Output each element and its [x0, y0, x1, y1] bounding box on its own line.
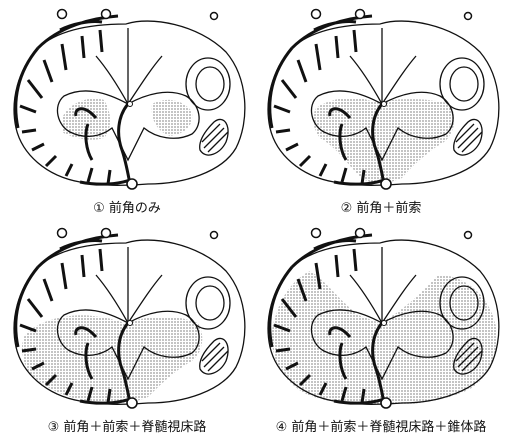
root-marker-top — [356, 229, 365, 238]
shaded-extensive-region — [272, 271, 497, 405]
diagram-panel-3: ③ 前角＋前索＋脊髄視床路 — [0, 219, 254, 438]
root-marker-top-left — [58, 229, 67, 238]
root-marker-bottom — [127, 398, 137, 408]
panel-caption-2: ② 前角＋前索 — [254, 197, 508, 216]
root-marker-top — [102, 10, 111, 19]
root-marker-top — [356, 10, 365, 19]
root-marker-top-left — [312, 10, 321, 19]
central-canal — [128, 102, 133, 107]
panel-caption-3: ③ 前角＋前索＋脊髄視床路 — [0, 416, 254, 435]
diagram-panel-4: ④ 前角＋前索＋脊髄視床路＋錐体路 — [254, 219, 508, 438]
root-marker-top-left — [58, 10, 67, 19]
spinal-cross-section-3 — [0, 219, 254, 419]
panel-caption-1: ① 前角のみ — [0, 197, 254, 216]
root-marker-bottom — [381, 179, 391, 189]
spinal-cross-section-4 — [254, 219, 508, 419]
central-canal — [382, 102, 387, 107]
root-marker-bottom — [381, 398, 391, 408]
diagram-panel-2: ② 前角＋前索 — [254, 0, 508, 219]
shaded-anterior-region — [313, 98, 454, 183]
root-marker-top-right — [465, 232, 472, 239]
spinal-cross-section-1 — [0, 0, 254, 200]
root-marker-top-right — [211, 232, 218, 239]
root-marker-top — [102, 229, 111, 238]
central-canal — [128, 321, 133, 326]
spinal-cross-section-2 — [254, 0, 508, 200]
root-marker-top-right — [211, 13, 218, 20]
shaded-anterior-horn-right — [152, 100, 193, 136]
panel-caption-4: ④ 前角＋前索＋脊髄視床路＋錐体路 — [254, 416, 508, 435]
root-marker-bottom — [127, 179, 137, 189]
root-marker-top-left — [312, 229, 321, 238]
central-canal — [382, 321, 387, 326]
root-marker-top-right — [465, 13, 472, 20]
diagram-panel-1: ① 前角のみ — [0, 0, 254, 219]
